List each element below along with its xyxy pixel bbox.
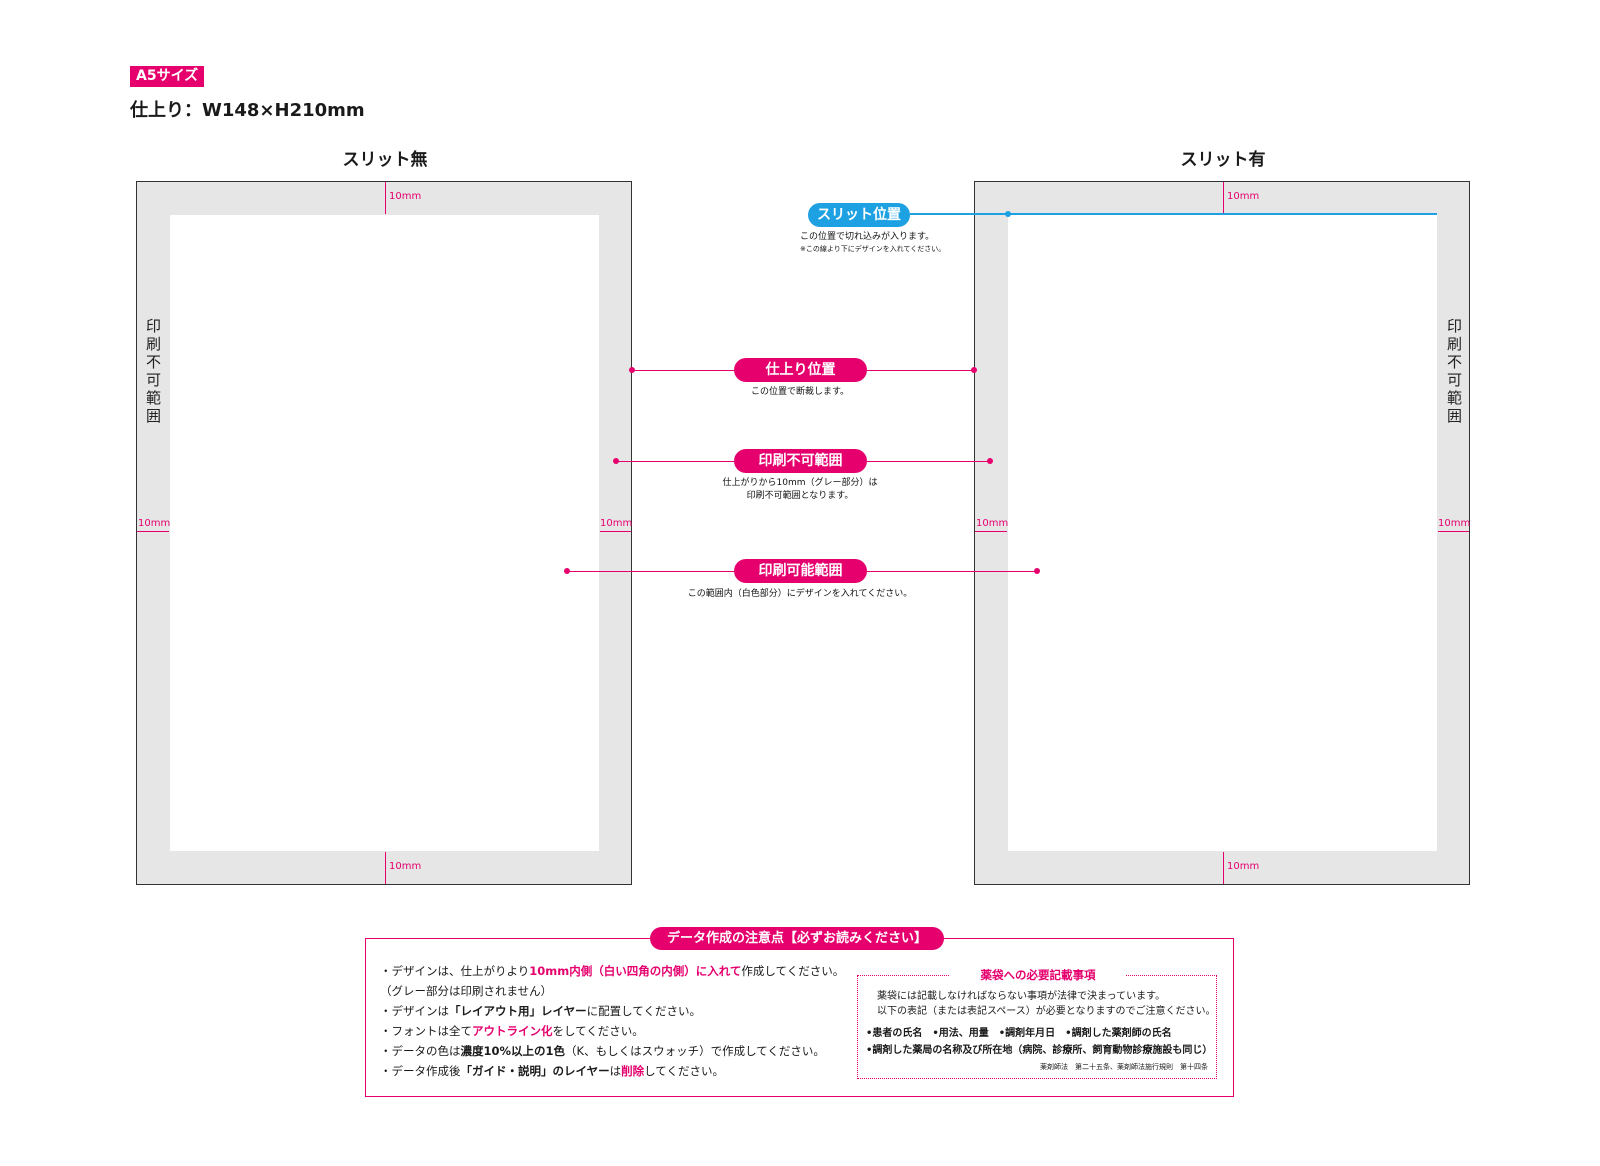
slit-line bbox=[1008, 213, 1437, 215]
finish-right-dot bbox=[971, 367, 977, 373]
medicine-items-1: •患者の氏名 •用法、用量 •調剤年月日 •調剤した薬剤師の氏名 bbox=[866, 1028, 1172, 1039]
left-unprintable-label: 印刷不可範囲 bbox=[144, 318, 162, 426]
notes-heading: データ作成の注意点【必ずお読みください】 bbox=[650, 927, 944, 950]
right-unprintable-label: 印刷不可範囲 bbox=[1445, 318, 1463, 426]
medicine-items: •患者の氏名 •用法、用量 •調剤年月日 •調剤した薬剤師の氏名 •調剤した薬局… bbox=[866, 1025, 1212, 1059]
left-bottom-margin-label: 10mm bbox=[389, 861, 422, 872]
note-6a: ・データ作成後 bbox=[380, 1064, 461, 1078]
finish-desc: この位置で断裁します。 bbox=[750, 387, 850, 397]
note-6b: 「ガイド・説明」のレイヤー bbox=[460, 1064, 610, 1078]
printable-pill: 印刷可能範囲 bbox=[734, 559, 867, 583]
note-4b: アウトライン化 bbox=[472, 1024, 553, 1038]
note-line-6: ・データ作成後「ガイド・説明」のレイヤーは削除してください。 bbox=[380, 1061, 844, 1081]
note-1a: ・デザインは、仕上がりより bbox=[380, 964, 530, 978]
right-bottom-margin-label: 10mm bbox=[1227, 861, 1260, 872]
note-line-4: ・フォントは全てアウトライン化をしてください。 bbox=[380, 1021, 844, 1041]
right-outer-margin-marker bbox=[1438, 531, 1469, 532]
right-outer-margin-label: 10mm bbox=[1438, 518, 1471, 529]
slit-desc-2: ※この線より下にデザインを入れてください。 bbox=[800, 245, 946, 253]
notes-list: ・デザインは、仕上がりより10mm内側（白い四角の内側）に入れて作成してください… bbox=[380, 961, 844, 1081]
note-line-3: ・デザインは「レイアウト用」レイヤーに配置してください。 bbox=[380, 1001, 844, 1021]
note-line-1: ・デザインは、仕上がりより10mm内側（白い四角の内側）に入れて作成してください… bbox=[380, 961, 844, 981]
right-top-margin-label: 10mm bbox=[1227, 191, 1260, 202]
note-6c: は bbox=[609, 1064, 622, 1078]
unprintable-desc-2: 印刷不可範囲となります。 bbox=[746, 491, 854, 501]
left-inner-margin-label: 10mm bbox=[600, 518, 633, 529]
left-outer-margin-label: 10mm bbox=[138, 518, 171, 529]
note-3b: 「レイアウト用」レイヤー bbox=[449, 1004, 587, 1018]
note-3c: に配置してください。 bbox=[586, 1004, 701, 1018]
note-line-5: ・データの色は濃度10%以上の1色（K、もしくはスウォッチ）で作成してください。 bbox=[380, 1041, 844, 1061]
slit-leader-line bbox=[910, 213, 1008, 215]
finish-size: 仕上り：W148×H210mm bbox=[130, 100, 365, 121]
left-top-margin-marker bbox=[385, 182, 386, 214]
unprintable-desc-1: 仕上がりから10mm（グレー部分）は bbox=[722, 478, 878, 488]
note-1c: 作成してください。 bbox=[741, 964, 845, 978]
right-top-margin-marker bbox=[1223, 182, 1224, 214]
medicine-text-1: 薬袋には記載しなければならない事項が法律で決まっています。 bbox=[877, 991, 1166, 1002]
right-panel-title: スリット有 bbox=[1180, 150, 1266, 170]
note-4a: ・フォントは全て bbox=[380, 1024, 472, 1038]
note-5c: （K、もしくはスウォッチ）で作成してください。 bbox=[565, 1044, 825, 1058]
left-inner-margin-marker bbox=[600, 531, 631, 532]
medicine-footnote: 薬剤師法 第二十五条、薬剤師法施行規則 第十四条 bbox=[1040, 1063, 1208, 1071]
finish-position-pill: 仕上り位置 bbox=[734, 358, 867, 382]
unprintable-pill: 印刷不可範囲 bbox=[734, 449, 867, 473]
left-bottom-margin-marker bbox=[385, 852, 386, 884]
medicine-content: 薬袋には記載しなければならない事項が法律で決まっています。 以下の表記（または表… bbox=[877, 989, 1216, 1019]
left-top-margin-label: 10mm bbox=[389, 191, 422, 202]
right-bottom-margin-marker bbox=[1223, 852, 1224, 884]
right-inner-margin-label: 10mm bbox=[976, 518, 1009, 529]
unprintable-left-dot bbox=[613, 458, 619, 464]
left-outer-margin-marker bbox=[137, 531, 169, 532]
note-5b: 濃度10%以上の1色 bbox=[460, 1044, 566, 1058]
unprintable-right-dot bbox=[987, 458, 993, 464]
note-5a: ・データの色は bbox=[380, 1044, 461, 1058]
note-6e: してください。 bbox=[644, 1064, 724, 1078]
note-4c: をしてください。 bbox=[552, 1024, 644, 1038]
medicine-title: 薬袋への必要記載事項 bbox=[950, 967, 1126, 983]
note-6d: 削除 bbox=[621, 1064, 645, 1078]
size-badge: A5サイズ bbox=[130, 66, 205, 87]
printable-right-dot bbox=[1034, 568, 1040, 574]
slit-dot bbox=[1005, 211, 1011, 217]
medicine-items-2: •調剤した薬局の名称及び所在地（病院、診療所、飼育動物診療施設も同じ） bbox=[866, 1045, 1213, 1056]
left-printable-area bbox=[170, 215, 599, 851]
note-1b: 10mm内側（白い四角の内側）に入れて bbox=[529, 964, 742, 978]
slit-desc-1: この位置で切れ込みが入ります。 bbox=[800, 232, 935, 242]
left-panel-title: スリット無 bbox=[342, 150, 428, 170]
note-3a: ・デザインは bbox=[380, 1004, 449, 1018]
printable-desc: この範囲内（白色部分）にデザインを入れてください。 bbox=[687, 589, 913, 599]
slit-position-pill: スリット位置 bbox=[808, 203, 910, 227]
medicine-text-2: 以下の表記（または表記スペース）が必要となりますのでご注意ください。 bbox=[877, 1006, 1216, 1017]
note-line-2: （グレー部分は印刷されません） bbox=[380, 984, 553, 998]
finish-left-dot bbox=[629, 367, 635, 373]
right-inner-margin-marker bbox=[975, 531, 1007, 532]
printable-left-dot bbox=[564, 568, 570, 574]
right-printable-area bbox=[1008, 215, 1437, 851]
